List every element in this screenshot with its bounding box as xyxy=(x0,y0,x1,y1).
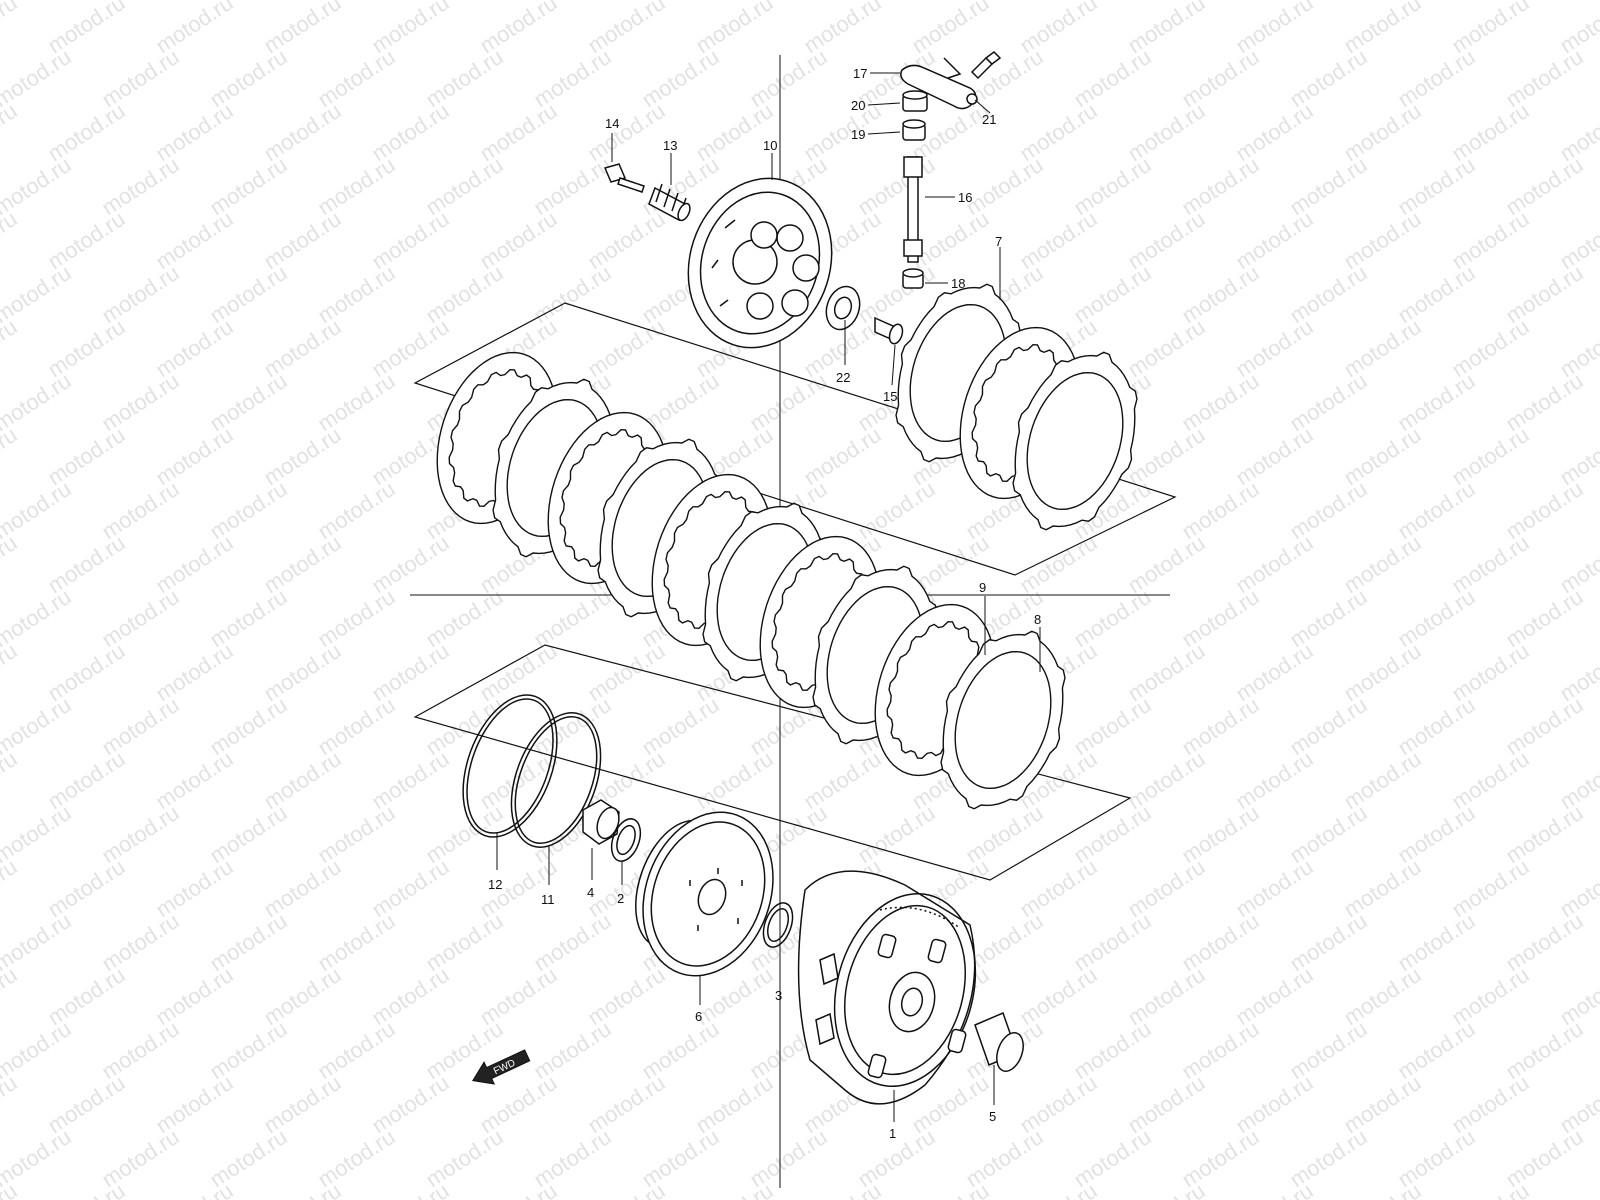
watermark-text: motod.ru xyxy=(0,530,22,598)
watermark-text: motod.ru xyxy=(1555,530,1600,598)
watermark-text: motod.ru xyxy=(0,44,76,112)
callout-1: 1 xyxy=(889,1126,896,1141)
sleeve-hub-6 xyxy=(620,794,795,994)
callout-14: 14 xyxy=(605,116,619,131)
watermark-text: motod.ru xyxy=(1555,422,1600,490)
plate-group-boxes xyxy=(413,302,1177,881)
watermark-text: motod.ru xyxy=(0,692,76,760)
watermark-text: motod.ru xyxy=(43,1178,129,1200)
watermark-text: motod.ru xyxy=(0,1016,76,1084)
watermark-text: motod.ru xyxy=(1555,206,1600,274)
watermark-text: motod.ru xyxy=(1339,1178,1425,1200)
callout-22: 22 xyxy=(836,370,850,385)
leader-lines xyxy=(496,72,1041,1122)
watermark-text: motod.ru xyxy=(1555,98,1600,166)
watermark-text: motod.ru xyxy=(1555,1178,1600,1200)
watermark-text: motod.ru xyxy=(0,962,22,1030)
spacer-4 xyxy=(583,800,623,844)
watermark-text: motod.ru xyxy=(0,152,76,220)
watermark-text: motod.ru xyxy=(1123,1178,1209,1200)
watermark-text: motod.ru xyxy=(475,1178,561,1200)
bearing-22 xyxy=(821,282,865,334)
callout-19: 19 xyxy=(851,127,865,142)
watermark-text: motod.ru xyxy=(0,368,76,436)
washer-2 xyxy=(606,815,645,865)
callout-3: 3 xyxy=(775,988,782,1003)
watermark-text: motod.ru xyxy=(0,746,22,814)
lower-plate-box xyxy=(413,644,1132,881)
pin-15 xyxy=(875,318,905,345)
clutch-plates-layer xyxy=(436,283,1138,810)
callout-5: 5 xyxy=(989,1109,996,1124)
watermark-text: motod.ru xyxy=(907,1178,993,1200)
watermark-text: motod.ru xyxy=(0,476,76,544)
thrust-washer-3 xyxy=(758,899,798,951)
callout-21: 21 xyxy=(982,112,996,127)
watermark-text: motod.ru xyxy=(367,1178,453,1200)
watermark-text: motod.ru xyxy=(0,0,22,58)
watermark-text: motod.ru xyxy=(0,260,76,328)
oil-seal-20 xyxy=(903,91,927,111)
watermark-text: motod.ru xyxy=(0,584,76,652)
callout-16: 16 xyxy=(958,190,972,205)
watermark-text: motod.ru xyxy=(0,800,76,868)
callout-labels: 14 13 10 17 20 19 21 16 18 7 22 15 9 8 1… xyxy=(488,66,1041,1141)
watermark-text: motod.ru xyxy=(1555,1070,1600,1138)
callout-13: 13 xyxy=(663,138,677,153)
watermark-text: motod.ru xyxy=(691,1178,777,1200)
callout-2: 2 xyxy=(617,891,624,906)
watermark-text: motod.ru xyxy=(1555,746,1600,814)
callout-15: 15 xyxy=(883,389,897,404)
watermark-text: motod.ru xyxy=(0,1124,76,1192)
watermark-text: motod.ru xyxy=(583,1178,669,1200)
watermark-text: motod.ru xyxy=(1555,962,1600,1030)
watermark-text: motod.ru xyxy=(1555,314,1600,382)
fwd-label: FWD xyxy=(492,1058,517,1078)
watermark-text: motod.ru xyxy=(1015,1178,1101,1200)
clutch-plate xyxy=(940,630,1066,810)
watermark-text: motod.ru xyxy=(0,422,22,490)
callout-4: 4 xyxy=(587,885,594,900)
watermark-text: motod.ru xyxy=(151,1178,237,1200)
watermark-text: motod.ru xyxy=(0,638,22,706)
release-lever-17 xyxy=(901,58,977,109)
watermark-text: motod.ru xyxy=(0,1070,22,1138)
spring-13 xyxy=(649,184,692,222)
clutch-plate xyxy=(1012,351,1138,531)
oil-seal-19 xyxy=(903,120,925,140)
release-shaft-16 xyxy=(904,157,922,262)
watermark-text: motod.ru xyxy=(799,1178,885,1200)
callout-7: 7 xyxy=(995,234,1002,249)
bushing-5 xyxy=(975,1013,1028,1075)
watermark-text: motod.ru xyxy=(0,98,22,166)
callout-9: 9 xyxy=(979,580,986,595)
watermark-text: motod.ru xyxy=(1555,0,1600,58)
watermark-text: motod.ru xyxy=(0,854,22,922)
watermark-text: motod.ru xyxy=(1447,1178,1533,1200)
bearing-18 xyxy=(903,269,923,288)
spring-ring-12 xyxy=(445,682,575,850)
pressure-plate-10 xyxy=(667,160,853,367)
bolt-21 xyxy=(972,52,1000,78)
watermark-text: motod.ru xyxy=(0,908,76,976)
callout-20: 20 xyxy=(851,98,865,113)
watermark-text: motod.ru xyxy=(1555,638,1600,706)
watermark-text: motod.ru xyxy=(1555,854,1600,922)
watermark-text: motod.ru xyxy=(0,314,22,382)
callout-18: 18 xyxy=(951,276,965,291)
callout-10: 10 xyxy=(763,138,777,153)
bolt-14 xyxy=(605,164,644,192)
clutch-housing-1 xyxy=(799,871,996,1104)
callout-17: 17 xyxy=(853,66,867,81)
watermark-text: motod.ru xyxy=(1231,1178,1317,1200)
callout-11: 11 xyxy=(541,892,555,907)
callout-12: 12 xyxy=(488,877,502,892)
upper-plate-box xyxy=(413,302,1177,576)
callout-8: 8 xyxy=(1034,612,1041,627)
watermark-text: motod.ru xyxy=(0,206,22,274)
spring-seat-11 xyxy=(494,701,617,860)
callout-6: 6 xyxy=(695,1009,702,1024)
watermark-text: motod.ru xyxy=(259,1178,345,1200)
